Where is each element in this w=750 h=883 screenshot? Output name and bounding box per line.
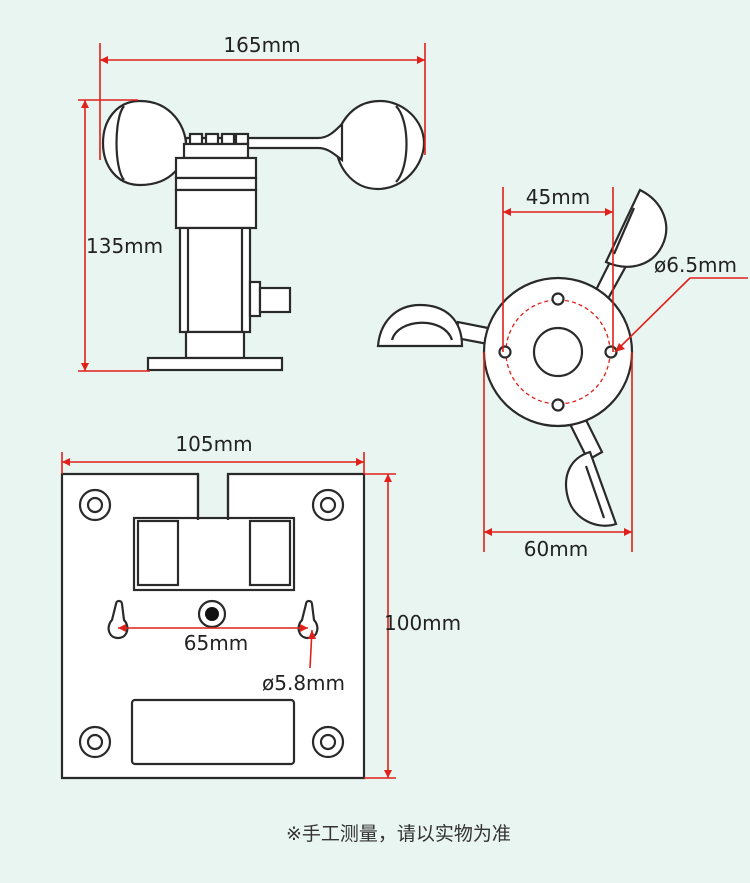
base-label-area (130, 698, 296, 766)
center-bore (532, 326, 584, 378)
base-view: 105mm 100mm 65mm ø5.8mm (60, 432, 461, 780)
dim-top-inner-width: 45mm (526, 185, 590, 209)
cup-arm (184, 121, 344, 163)
dim-top-outer-width: 60mm (524, 537, 588, 561)
side-view: 165mm 135mm (78, 33, 426, 372)
upper-body (174, 188, 258, 230)
top-cup-left (376, 303, 464, 348)
dim-top-hole-dia: ø6.5mm (654, 253, 737, 277)
dim-side-height: 135mm (86, 234, 163, 258)
dim-side-width: 165mm (223, 33, 300, 57)
dim-base-height: 100mm (384, 611, 461, 635)
flange-hole-right (604, 345, 618, 359)
top-cup-lower (564, 450, 618, 527)
dim-base-hole-dia: ø5.8mm (262, 671, 345, 695)
dim-base-width: 105mm (175, 432, 252, 456)
flange-hole-left (498, 345, 512, 359)
dim-base-hole-spacing: 65mm (184, 631, 248, 655)
hub-collar (174, 156, 258, 180)
top-cup-upper (604, 188, 668, 268)
cable-connector (258, 286, 292, 314)
hub-cap (182, 142, 250, 160)
body-tube (178, 226, 252, 334)
top-view: 45mm ø6.5mm 60mm (376, 185, 748, 561)
footnote: ※手工测量，请以实物为准 (286, 823, 511, 845)
left-cup (101, 99, 188, 187)
right-cup (334, 99, 426, 191)
side-base-plate (146, 356, 284, 372)
